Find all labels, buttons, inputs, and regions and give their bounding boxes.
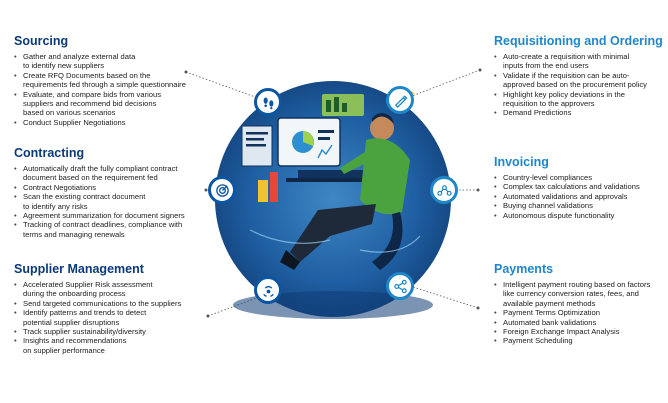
list-item: Auto-create a requisition with minimal (494, 52, 664, 62)
list-item: Validate if the requisition can be auto- (494, 71, 664, 81)
invoicing-section: Invoicing Country-level compliancesCompl… (494, 155, 664, 220)
list-item: approved based on the procurement policy (503, 80, 647, 90)
requisitioning-section: Requisitioning and Ordering Auto-create … (494, 34, 664, 118)
list-item: Tracking of contract deadlines, complian… (14, 220, 209, 230)
list-item: Conduct Supplier Negotiations (14, 118, 204, 128)
list-item: suppliers and recommend bid decisions (23, 99, 157, 109)
list-item: Foreign Exchange Impact Analysis (494, 327, 664, 337)
list-item: Track supplier sustainability/diversity (14, 327, 209, 337)
person-head (370, 116, 394, 140)
sourcing-title: Sourcing (14, 34, 69, 48)
footprints-badge (254, 88, 282, 116)
radar-badge (208, 176, 236, 204)
keyboard-shape (298, 170, 368, 178)
list-item: document based on the requirement fed (23, 173, 158, 183)
payments-title: Payments (494, 262, 554, 276)
person-legs (290, 204, 376, 262)
nodes-icon (436, 184, 452, 196)
list-item: requisition to the approvers (503, 99, 595, 109)
invoicing-title: Invoicing (494, 155, 549, 169)
list-item: Gather and analyze external data (14, 52, 204, 62)
invoicing-list: Country-level compliancesComplex tax cal… (494, 173, 664, 220)
list-item: Evaluate, and compare bids from various (14, 90, 204, 100)
list-item: Buying channel validations (494, 201, 664, 211)
list-item: Scan the existing contract document (14, 192, 209, 202)
list-item: Send targeted communications to the supp… (14, 299, 209, 309)
supplier-management-section: Supplier Management Accelerated Supplier… (14, 262, 209, 355)
list-item: Country-level compliances (494, 173, 664, 183)
list-item: Automated bank validations (494, 318, 664, 328)
person-body (360, 138, 410, 215)
list-item: Contract Negotiations (14, 183, 209, 193)
list-item: based on various scenarios (23, 108, 116, 118)
sourcing-section: Sourcing Gather and analyze external dat… (14, 34, 204, 128)
contracting-section: Contracting Automatically draft the full… (14, 146, 209, 239)
list-item: to identify any risks (23, 201, 88, 211)
list-item: during the onboarding process (23, 289, 126, 299)
voice-wave-badge (254, 276, 282, 304)
list-item: Agreement summarization for document sig… (14, 211, 209, 221)
requisitioning-list: Auto-create a requisition with minimalin… (494, 52, 664, 118)
list-item: Identify patterns and trends to detect (14, 308, 209, 318)
share-badge (386, 272, 414, 300)
pen-badge (386, 86, 414, 114)
pen-icon (394, 94, 408, 108)
list-item: on supplier performance (23, 345, 105, 355)
list-item: Autonomous dispute functionality (494, 211, 664, 221)
list-item: Automatically draft the fully compliant … (14, 164, 209, 174)
list-item: Automated validations and approvals (494, 192, 664, 202)
list-item: Highlight key policy deviations in the (494, 90, 664, 100)
supplier-management-title: Supplier Management (14, 262, 144, 276)
illustration-circle (215, 81, 451, 317)
payments-section: Payments Intelligent payment routing bas… (494, 262, 664, 346)
list-item: Complex tax calculations and validations (494, 182, 664, 192)
list-item: inputs from the end users (503, 61, 589, 71)
radar-icon (215, 183, 229, 197)
list-item: Insights and recommendations (14, 336, 209, 346)
list-item: potential supplier disruptions (23, 317, 120, 327)
voice-wave-icon (262, 285, 274, 297)
list-item: Create RFQ Documents based on the (14, 71, 204, 81)
list-item: requirements fed through a simple questi… (23, 80, 186, 90)
payments-list: Intelligent payment routing based on fac… (494, 280, 664, 346)
supplier-management-list: Accelerated Supplier Risk assessmentduri… (14, 280, 209, 355)
contracting-list: Automatically draft the fully compliant … (14, 164, 209, 239)
list-item: Payment Scheduling (494, 336, 664, 346)
list-item: Accelerated Supplier Risk assessment (14, 280, 209, 290)
list-item: Intelligent payment routing based on fac… (494, 280, 664, 290)
list-item: available payment methods (503, 298, 596, 308)
list-item: to identify new suppliers (23, 61, 105, 71)
list-item: Demand Predictions (494, 108, 664, 118)
footprints-icon (263, 96, 273, 109)
contracting-title: Contracting (14, 146, 85, 160)
share-icon (393, 279, 407, 293)
list-item: Payment Terms Optimization (494, 308, 664, 318)
list-item: like currency conversion rates, fees, an… (503, 289, 639, 299)
list-item: terms and managing renewals (23, 229, 125, 239)
nodes-badge (430, 176, 458, 204)
requisitioning-title: Requisitioning and Ordering (494, 34, 663, 48)
